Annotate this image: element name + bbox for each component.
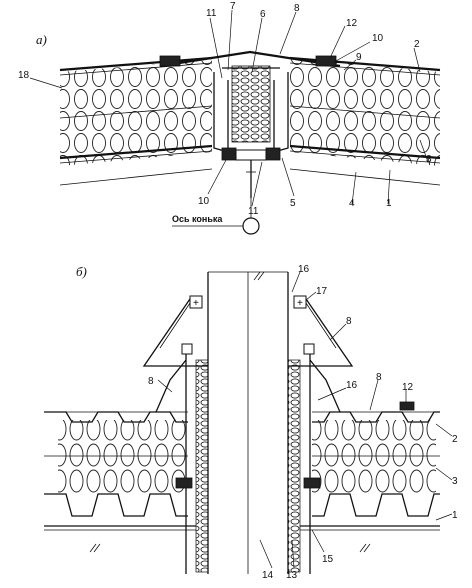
- svg-text:16: 16: [346, 380, 358, 391]
- svg-text:3: 3: [426, 154, 432, 165]
- figure-a-tag: а): [36, 32, 47, 47]
- svg-text:5: 5: [290, 198, 296, 209]
- svg-text:4: 4: [349, 198, 355, 209]
- roof-right: [300, 411, 440, 531]
- svg-text:13: 13: [286, 570, 298, 581]
- coil-left: [195, 359, 209, 573]
- break-marks: [89, 271, 371, 553]
- bolt-icon: [293, 295, 307, 309]
- bolt-icon: [189, 295, 203, 309]
- svg-text:10: 10: [372, 33, 384, 44]
- ridge-cover: [159, 50, 341, 68]
- coil-right: [287, 359, 301, 573]
- seal-icon: [175, 477, 193, 489]
- seal-icon: [303, 477, 321, 489]
- svg-text:14: 14: [262, 570, 274, 581]
- svg-text:12: 12: [402, 382, 414, 393]
- cone-cap: [142, 295, 354, 367]
- svg-text:6: 6: [260, 9, 266, 20]
- roof-left: [44, 411, 196, 531]
- svg-text:17: 17: [316, 286, 328, 297]
- svg-text:15: 15: [322, 554, 334, 565]
- svg-text:11: 11: [206, 8, 217, 19]
- svg-text:1: 1: [386, 198, 392, 209]
- seal-icon: [265, 147, 281, 161]
- axis-marker-icon: [242, 217, 260, 235]
- seal-icon: [315, 55, 337, 67]
- svg-text:3: 3: [452, 476, 458, 487]
- figure-b-tag: б): [76, 264, 87, 279]
- pipe: [207, 271, 289, 574]
- svg-text:1: 1: [452, 510, 458, 521]
- svg-text:18: 18: [18, 70, 30, 81]
- figure-b-callouts: 16 17 8 8 16 8 12 2 3 1 15 13 14: [148, 264, 458, 581]
- svg-text:8: 8: [148, 376, 154, 387]
- svg-text:16: 16: [298, 264, 310, 275]
- left-panel: [59, 56, 213, 186]
- right-panel: [289, 56, 441, 186]
- axis-label: Ось конька: [172, 214, 223, 224]
- seal-icon: [399, 401, 415, 411]
- svg-text:2: 2: [414, 39, 420, 50]
- svg-text:+: +: [193, 298, 199, 309]
- ridge-channel: [213, 65, 289, 153]
- svg-text:9: 9: [356, 52, 362, 63]
- seal-icon: [159, 55, 181, 67]
- bottom-bracket: [235, 149, 267, 198]
- svg-text:2: 2: [452, 434, 458, 445]
- figure-a-callouts: 18 11 7 6 8 12 10 2 9 3 1 4 5: [18, 1, 432, 217]
- seal-icon: [221, 147, 237, 161]
- svg-text:+: +: [297, 298, 303, 309]
- svg-text:10: 10: [198, 196, 210, 207]
- svg-text:11: 11: [248, 206, 259, 217]
- figure-b-penetration: б): [44, 264, 458, 581]
- svg-text:7: 7: [230, 1, 236, 12]
- svg-text:8: 8: [346, 316, 352, 327]
- svg-text:12: 12: [346, 18, 358, 29]
- svg-text:8: 8: [376, 372, 382, 383]
- figure-a-ridge: а): [18, 1, 441, 235]
- svg-text:8: 8: [294, 3, 300, 14]
